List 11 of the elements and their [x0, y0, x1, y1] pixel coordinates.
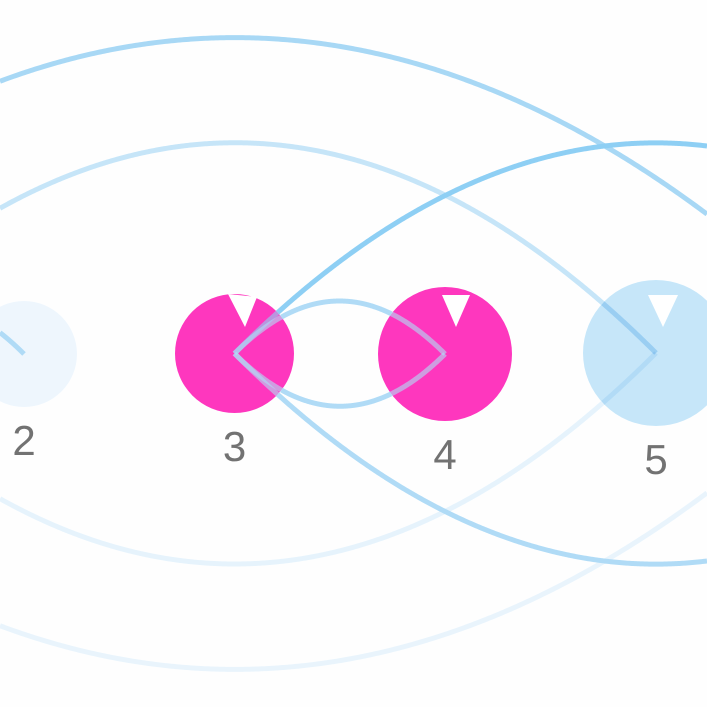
node-label: 2	[12, 420, 36, 462]
arc-line	[0, 330, 26, 356]
arc-line	[0, 140, 604, 306]
node-label: 5	[644, 439, 668, 481]
arc-line	[0, 401, 604, 566]
arc-line	[276, 392, 707, 567]
node-label: 3	[222, 426, 246, 468]
arc-line	[279, 388, 394, 409]
arc-line	[279, 298, 394, 320]
arc-line	[276, 140, 707, 314]
node-label: 4	[433, 434, 457, 476]
